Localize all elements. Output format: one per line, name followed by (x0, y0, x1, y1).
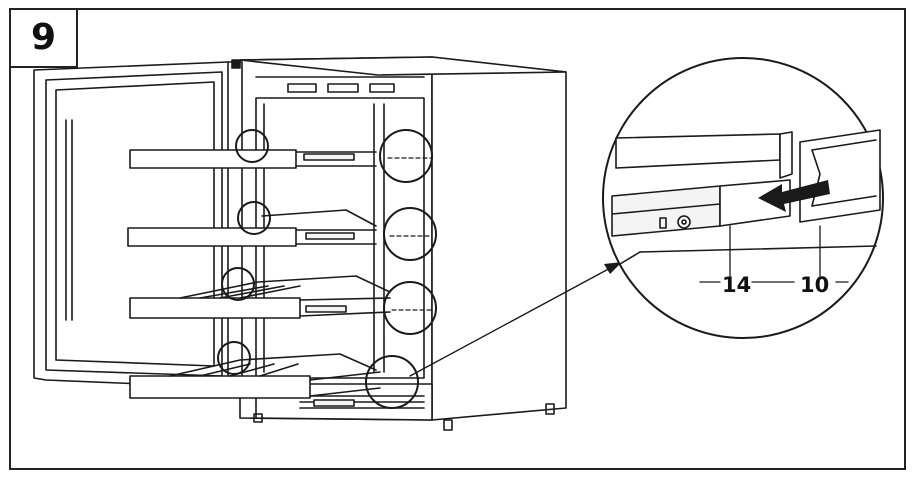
detail-circles (217, 129, 437, 409)
shelf-2 (127, 209, 377, 247)
removal-arrow-icon (758, 180, 830, 212)
shelf-1 (129, 149, 377, 169)
leader-arrowhead (604, 262, 622, 274)
step-number-box: 9 (9, 8, 78, 68)
magnified-detail (602, 57, 884, 339)
open-door (33, 59, 243, 393)
step-number: 9 (30, 17, 57, 58)
callout-10: 10 (800, 273, 829, 297)
leader-line (409, 265, 615, 377)
callout-14: 14 (722, 273, 751, 297)
